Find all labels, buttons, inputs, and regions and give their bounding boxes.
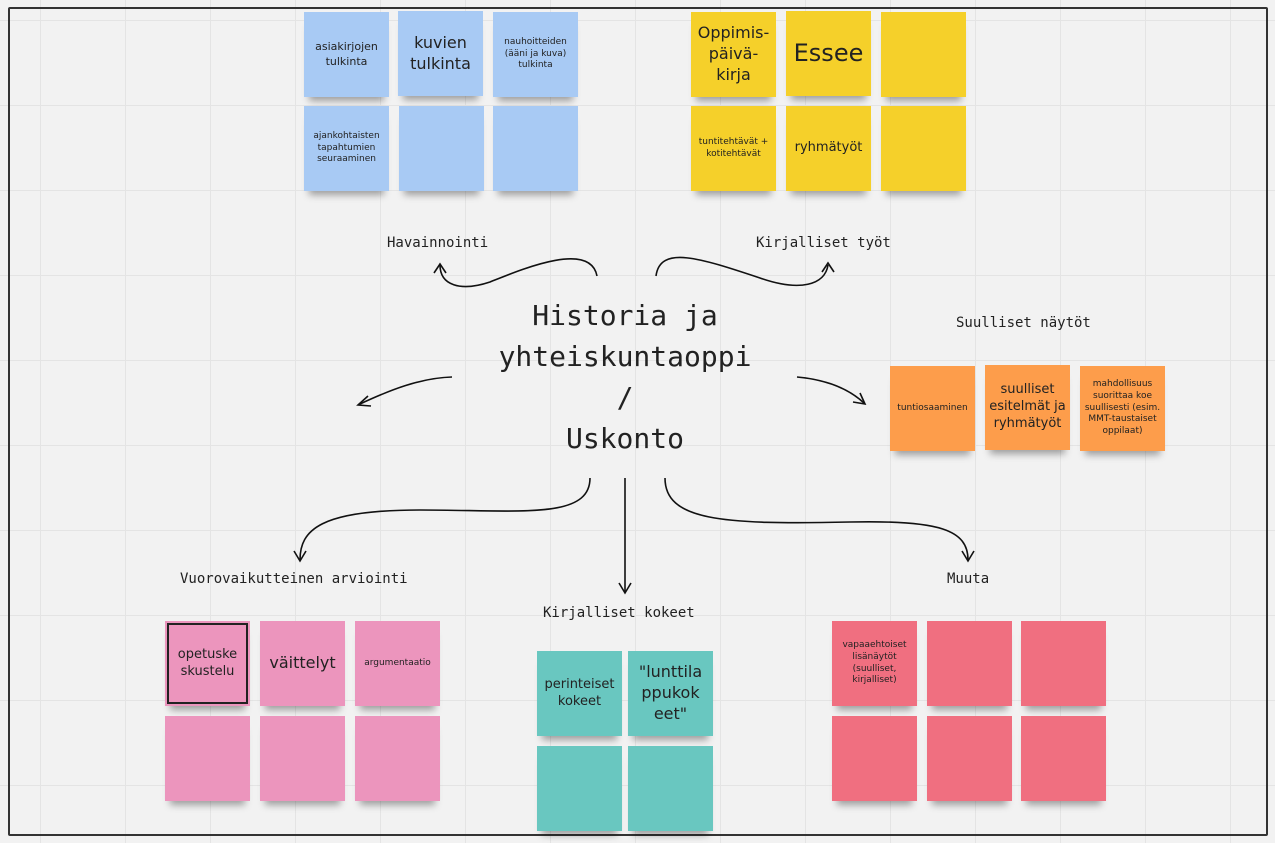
sticky-note[interactable]: [927, 621, 1012, 706]
sticky-note-selected[interactable]: opetuskeskustelu: [165, 621, 250, 706]
sticky-note[interactable]: [1021, 621, 1106, 706]
sticky-note[interactable]: [493, 106, 578, 191]
label-kirjalliset-tyot[interactable]: Kirjalliset työt: [756, 235, 891, 251]
center-line: /: [616, 381, 634, 414]
sticky-note[interactable]: nauhoitteiden (ääni ja kuva) tulkinta: [493, 12, 578, 97]
sticky-note[interactable]: Essee: [786, 11, 871, 96]
label-muuta[interactable]: Muuta: [947, 571, 990, 587]
sticky-note[interactable]: vapaaehtoiset lisänäytöt (suulliset, kir…: [832, 621, 917, 706]
sticky-note[interactable]: [881, 12, 966, 97]
arrow-muuta: [664, 477, 969, 561]
label-havainnointi[interactable]: Havainnointi: [387, 235, 489, 251]
arrow-havainnointi: [439, 258, 598, 288]
sticky-note[interactable]: [832, 716, 917, 801]
center-topic[interactable]: Historia ja yhteiskuntaoppi / Uskonto: [470, 295, 780, 459]
sticky-note[interactable]: kuvien tulkinta: [398, 11, 483, 96]
sticky-note[interactable]: [537, 746, 622, 831]
sticky-note[interactable]: [628, 746, 713, 831]
center-line: Historia ja: [532, 299, 718, 332]
sticky-note[interactable]: mahdollisuus suorittaa koe suullisesti (…: [1080, 366, 1165, 451]
sticky-note[interactable]: [881, 106, 966, 191]
center-line: Uskonto: [565, 422, 684, 455]
sticky-note[interactable]: [927, 716, 1012, 801]
sticky-note[interactable]: asiakirjojen tulkinta: [304, 12, 389, 97]
sticky-note[interactable]: tuntitehtävät + kotitehtävät: [691, 106, 776, 191]
arrow-kirjalliset-tyot: [655, 256, 829, 287]
sticky-note[interactable]: [355, 716, 440, 801]
label-kokeet[interactable]: Kirjalliset kokeet: [543, 605, 695, 621]
sticky-note[interactable]: [1021, 716, 1106, 801]
sticky-note[interactable]: väittelyt: [260, 621, 345, 706]
board-frame[interactable]: [8, 7, 1268, 836]
sticky-note[interactable]: argumentaatio: [355, 621, 440, 706]
sticky-note[interactable]: [165, 716, 250, 801]
label-suulliset[interactable]: Suulliset näytöt: [956, 315, 1091, 331]
label-vuorovaikutteinen[interactable]: Vuorovaikutteinen arviointi: [180, 571, 408, 587]
arrow-suulliset: [796, 376, 865, 404]
sticky-note[interactable]: [399, 106, 484, 191]
sticky-note[interactable]: ryhmätyöt: [786, 106, 871, 191]
sticky-note[interactable]: ajankohtaisten tapahtumien seuraaminen: [304, 106, 389, 191]
sticky-note[interactable]: perinteiset kokeet: [537, 651, 622, 736]
center-line: yhteiskuntaoppi: [498, 340, 752, 373]
sticky-note[interactable]: [260, 716, 345, 801]
arrow-vuorovaikutteinen: [299, 477, 591, 561]
sticky-note[interactable]: tuntiosaaminen: [890, 366, 975, 451]
sticky-note[interactable]: suulliset esitelmät ja ryhmätyöt: [985, 365, 1070, 450]
sticky-note[interactable]: Oppimis-päivä-kirja: [691, 12, 776, 97]
sticky-note[interactable]: "lunttilappukokeet": [628, 651, 713, 736]
arrow-left: [359, 376, 453, 405]
